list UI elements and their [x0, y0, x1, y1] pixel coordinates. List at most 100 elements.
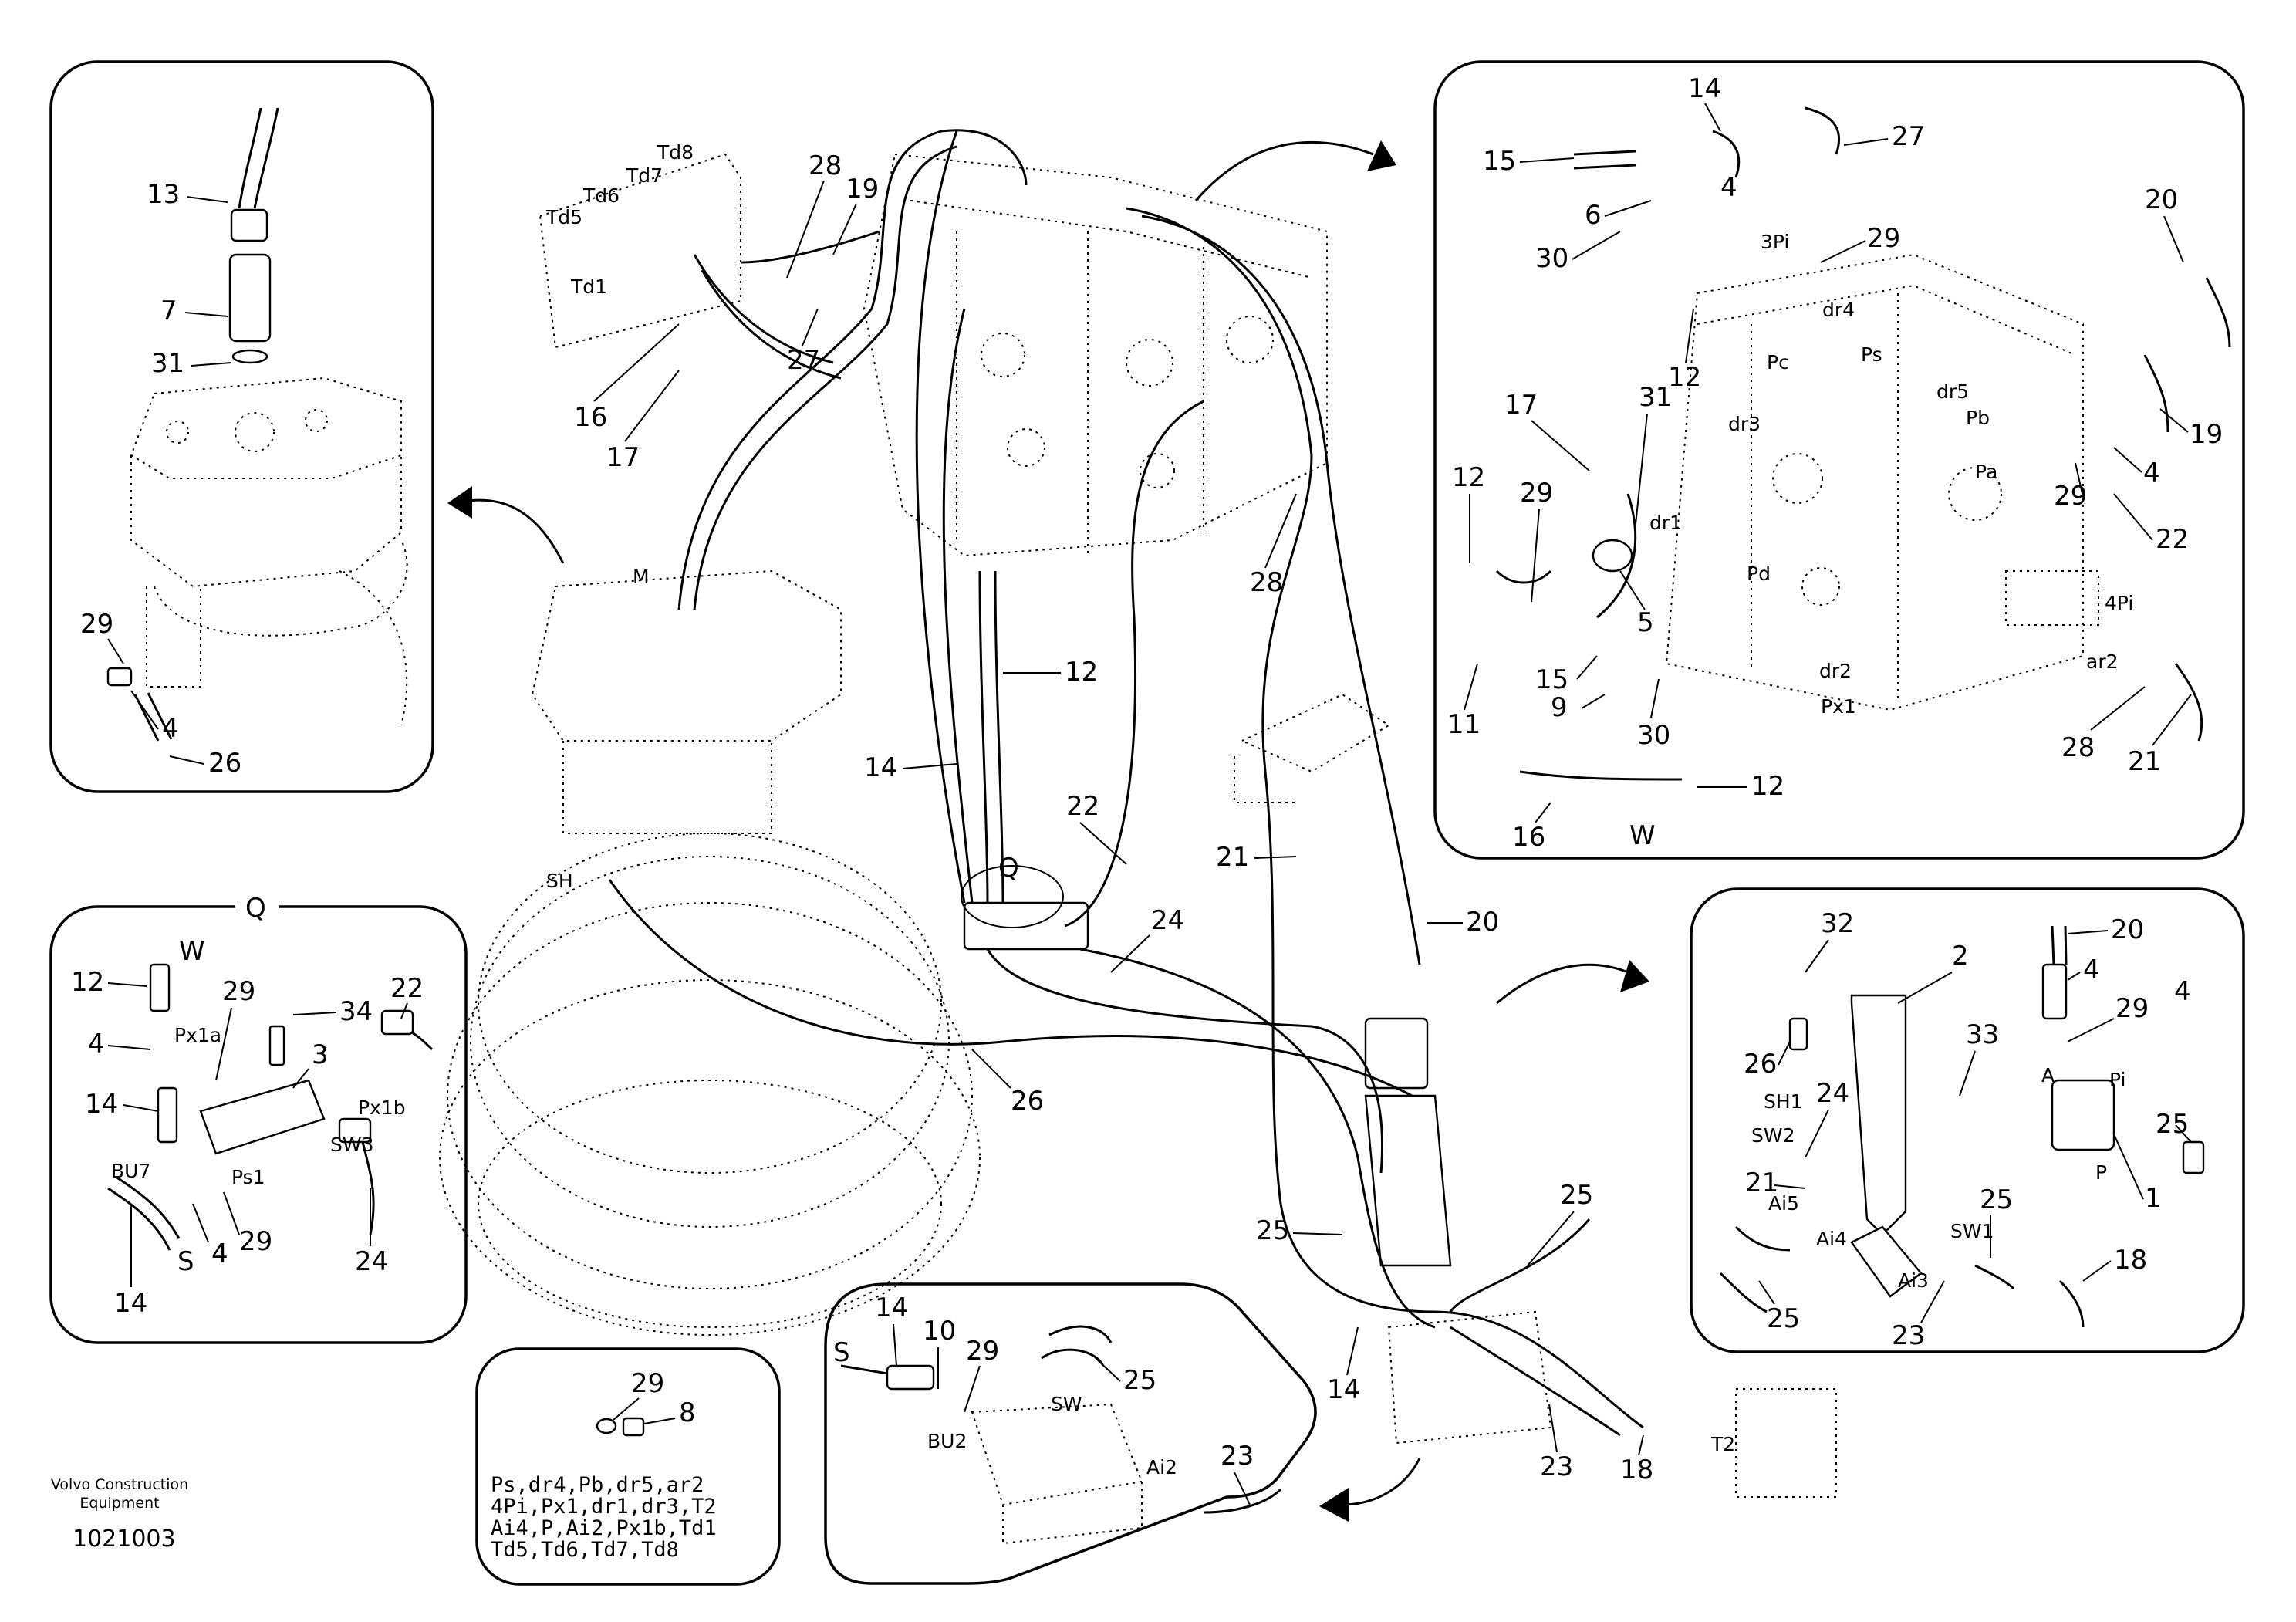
- label: 25: [1256, 1215, 1289, 1246]
- label: 4: [88, 1029, 105, 1059]
- label: dr5: [1936, 380, 1969, 403]
- label: 13: [147, 179, 180, 210]
- label: 17: [1504, 390, 1538, 421]
- label: 23: [1221, 1441, 1254, 1472]
- label: 16: [574, 402, 607, 433]
- label: 34: [339, 996, 373, 1027]
- label: 26: [1744, 1049, 1777, 1080]
- label: 25: [1767, 1303, 1800, 1334]
- panel-bottom-mid: [824, 1282, 1317, 1585]
- label: Td1: [570, 275, 607, 298]
- brand-block: Volvo Construction Equipment 1021003: [51, 1476, 188, 1553]
- label: 18: [2114, 1245, 2147, 1276]
- label: 14: [864, 752, 897, 783]
- document-id: 1021003: [73, 1526, 176, 1553]
- label: Pi: [2109, 1069, 2125, 1091]
- label: 29: [239, 1226, 272, 1257]
- label: 25: [1123, 1365, 1156, 1396]
- label: 12: [1065, 657, 1098, 688]
- label: S: [833, 1337, 850, 1368]
- arrow-to-top-left-panel: [447, 486, 565, 564]
- label: 3: [312, 1039, 329, 1070]
- label: 4: [2143, 458, 2160, 488]
- label: 25: [1560, 1180, 1593, 1211]
- label: 21: [1216, 842, 1249, 873]
- swing-motor-top-detail: [106, 107, 408, 742]
- top-left-labels: 13 7 31 29 4 26: [80, 179, 241, 779]
- label: 32: [1821, 908, 1854, 939]
- label: 4Pi: [2105, 592, 2133, 614]
- label: 20: [1466, 907, 1499, 938]
- label: 20: [2111, 914, 2144, 945]
- label: dr4: [1822, 299, 1855, 321]
- label: 12: [71, 967, 104, 998]
- label: 16: [1512, 822, 1545, 853]
- q-valve-detail: [107, 963, 434, 1251]
- label: W: [1629, 820, 1656, 851]
- solenoid-valve-detail: [1719, 925, 2205, 1328]
- label: 28: [2061, 732, 2095, 763]
- label: 28: [1250, 567, 1283, 598]
- label: 31: [151, 348, 184, 379]
- label: 4: [162, 713, 179, 744]
- label: 29: [222, 976, 255, 1007]
- label: 23: [1540, 1451, 1573, 1482]
- label: 4: [211, 1238, 228, 1269]
- label: 12: [1751, 771, 1784, 802]
- label: 26: [208, 748, 241, 779]
- label: dr2: [1819, 660, 1852, 682]
- label: 27: [1892, 121, 1925, 152]
- brand-line-1: Volvo Construction: [51, 1476, 188, 1493]
- label: A: [2041, 1064, 2055, 1086]
- label: 14: [1688, 73, 1721, 104]
- port-list-line: 4Pi,Px1,dr1,dr3,T2: [491, 1495, 717, 1519]
- label: Pc: [1767, 351, 1789, 373]
- label: 1: [2145, 1183, 2162, 1214]
- label: 27: [787, 345, 820, 376]
- label: 21: [1745, 1168, 1778, 1198]
- label: 30: [1637, 720, 1670, 751]
- panel-top-right: [1433, 60, 2245, 860]
- label: T2: [1710, 1433, 1735, 1455]
- label: 29: [631, 1368, 664, 1399]
- label: 29: [2054, 481, 2087, 512]
- label: 23: [1892, 1320, 1925, 1351]
- label: 6: [1585, 200, 1602, 231]
- label: 14: [875, 1293, 908, 1323]
- label: 2: [1952, 941, 1969, 972]
- brand-line-2: Equipment: [79, 1495, 159, 1512]
- label: M: [633, 566, 650, 588]
- label: 3Pi: [1761, 231, 1789, 253]
- plug-fitting: [596, 1417, 645, 1437]
- label: 8: [679, 1397, 696, 1428]
- label: Px1: [1821, 695, 1856, 718]
- label: Ps: [1861, 343, 1882, 366]
- label: 29: [1867, 223, 1900, 254]
- panel-right-mid: [1690, 887, 2245, 1353]
- label: 25: [1980, 1184, 2013, 1215]
- arrow-to-top-right-panel: [1194, 140, 1396, 201]
- bottom-mid-labels: 14 10 29 S 25 SW BU2 Ai2 23: [833, 1293, 1254, 1505]
- label: BU7: [111, 1160, 150, 1182]
- label: Q: [998, 853, 1019, 884]
- label: 21: [2128, 746, 2161, 777]
- label: 14: [114, 1288, 147, 1319]
- port-list-line: Td5,Td6,Td7,Td8: [491, 1538, 679, 1562]
- label: Td8: [657, 141, 694, 164]
- label: SW1: [1950, 1220, 1994, 1242]
- label: 26: [1011, 1086, 1044, 1117]
- label: 19: [846, 174, 879, 204]
- label: Td6: [582, 184, 620, 207]
- label: P: [2095, 1161, 2107, 1184]
- label: Px1b: [358, 1097, 406, 1119]
- label: SH1: [1764, 1090, 1803, 1113]
- label: SW3: [330, 1134, 374, 1156]
- label: W: [179, 936, 205, 967]
- label: 12: [1452, 462, 1485, 493]
- label: 7: [160, 296, 177, 326]
- label: 28: [809, 150, 842, 181]
- label: Ai2: [1146, 1456, 1177, 1478]
- label: 14: [1327, 1374, 1360, 1405]
- label: Td5: [545, 206, 582, 228]
- label: 30: [1535, 243, 1568, 274]
